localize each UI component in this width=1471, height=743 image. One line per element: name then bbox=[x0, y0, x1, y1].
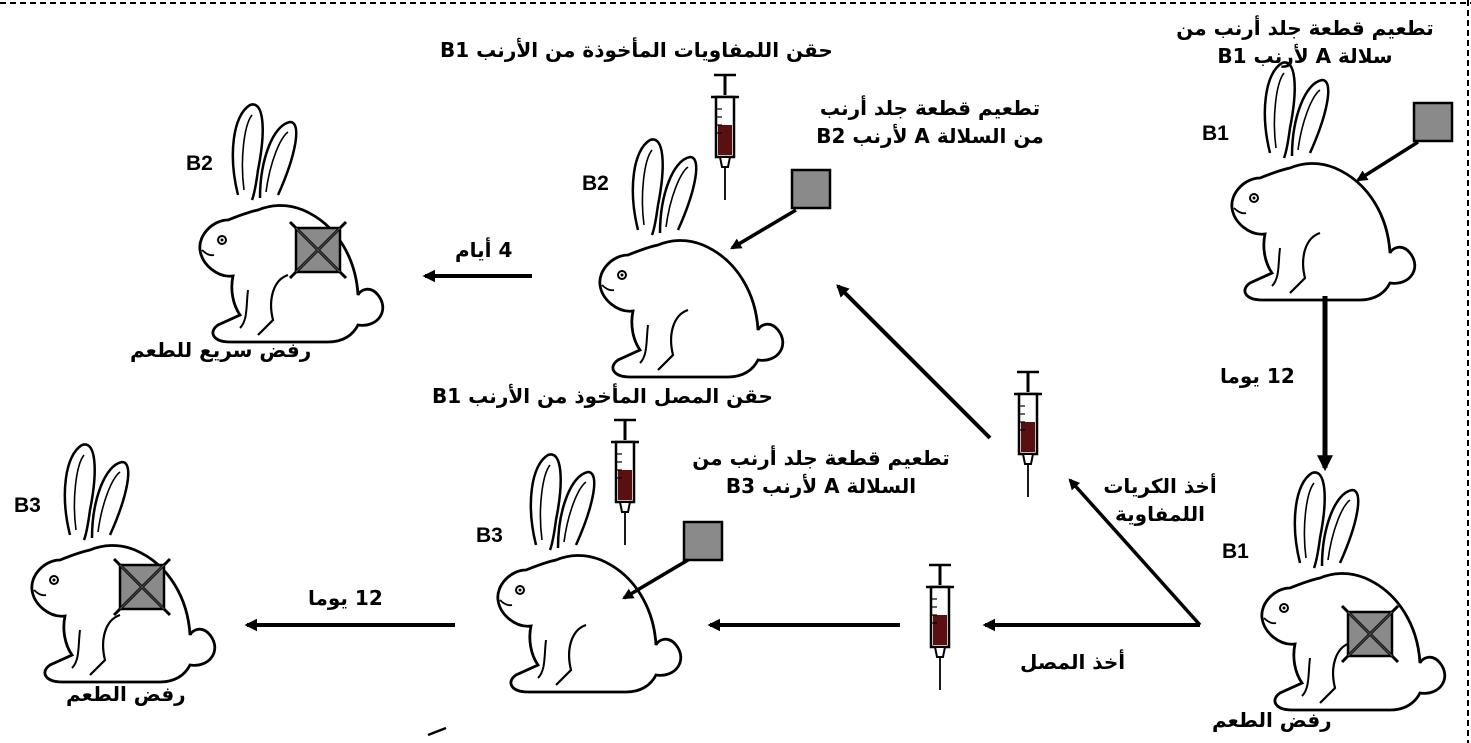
syringe-icon bbox=[709, 73, 741, 202]
rejection-b3-label: رفض الطعم bbox=[66, 682, 186, 706]
rabbit-label-b1-bottom: B1 bbox=[1222, 540, 1249, 563]
graft-b2-line2: من السلالة A لأرنب B2 bbox=[816, 124, 1044, 148]
take-lymphocytes-line2: اللمفاوية bbox=[1115, 502, 1205, 526]
syringe-icon bbox=[609, 418, 641, 547]
rejection-b1-label: رفض الطعم bbox=[1212, 708, 1332, 732]
arrow-icon bbox=[836, 284, 992, 440]
rejected-graft-icon bbox=[288, 220, 348, 280]
rabbit-icon bbox=[1260, 471, 1447, 712]
rabbit-label-b1-top: B1 bbox=[1202, 122, 1229, 145]
syringe-icon bbox=[924, 563, 956, 692]
skin-graft-icon bbox=[682, 520, 724, 562]
rabbit-icon bbox=[598, 138, 785, 379]
fast-rejection-label: رفض سريع للطعم bbox=[130, 338, 312, 362]
rabbit-icon bbox=[496, 453, 683, 694]
rabbit-label-b3-middle: B3 bbox=[476, 524, 503, 547]
arrow-icon bbox=[730, 208, 797, 250]
graft-b2-line1: تطعيم قطعة جلد أرنب bbox=[819, 96, 1041, 120]
graft-b1-label: تطعيم قطعة جلد أرنب من سلالة A لأرنب B1 bbox=[1150, 14, 1460, 70]
graft-b3-line1: تطعيم قطعة جلد أرنب من bbox=[692, 446, 950, 470]
rabbit-label-b3-left: B3 bbox=[14, 494, 41, 517]
days-12-left-label: 12 يوما bbox=[308, 586, 383, 610]
graft-b3-line2: السلالة A لأرنب B3 bbox=[725, 474, 917, 498]
graft-b2-label: تطعيم قطعة جلد أرنب من السلالة A لأرنب B… bbox=[780, 94, 1080, 150]
rabbit-label-b2-middle: B2 bbox=[582, 172, 609, 195]
arrow-icon bbox=[622, 558, 689, 600]
skin-graft-icon bbox=[1412, 101, 1454, 143]
rabbit-label-b2-left: B2 bbox=[186, 152, 213, 175]
days-12-right-label: 12 يوما bbox=[1220, 364, 1295, 388]
graft-b1-line2: سلالة A لأرنب B1 bbox=[1217, 44, 1393, 68]
inject-lymphocytes-label: حقن اللمفاويات المأخوذة من الأرنب B1 bbox=[440, 38, 833, 62]
rabbit-icon bbox=[1230, 61, 1417, 302]
days-4-label: 4 أيام bbox=[455, 238, 513, 262]
graft-b3-label: تطعيم قطعة جلد أرنب من السلالة A لأرنب B… bbox=[676, 444, 966, 500]
syringe-icon bbox=[1012, 370, 1044, 499]
arrow-icon bbox=[1068, 478, 1202, 627]
inject-serum-label: حقن المصل المأخوذ من الأرنب B1 bbox=[432, 384, 773, 408]
take-serum-label: أخذ المصل bbox=[1020, 650, 1126, 674]
take-lymphocytes-label: أخذ الكريات اللمفاوية bbox=[1080, 472, 1240, 528]
rabbit-icon bbox=[30, 443, 217, 684]
rejected-graft-icon bbox=[112, 557, 172, 617]
take-lymphocytes-line1: أخذ الكريات bbox=[1103, 474, 1217, 498]
rejected-graft-icon bbox=[1340, 604, 1400, 664]
skin-graft-icon bbox=[790, 168, 832, 210]
arrow-icon bbox=[1356, 140, 1419, 182]
graft-b1-line1: تطعيم قطعة جلد أرنب من bbox=[1176, 16, 1434, 40]
stray-mark bbox=[427, 726, 447, 737]
